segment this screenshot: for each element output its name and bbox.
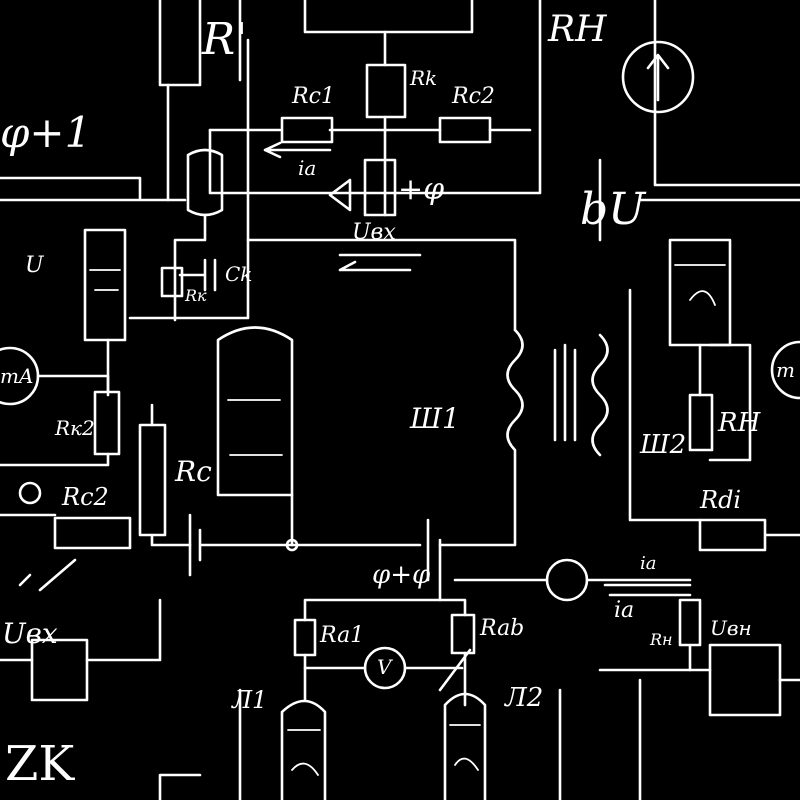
rh-right-resistor: [688, 393, 714, 452]
l2-label: Л2: [505, 683, 544, 713]
bottom-left-wires: [158, 688, 242, 800]
rh-box: [708, 343, 752, 462]
coil-sh1: [438, 328, 524, 547]
ck-capacitor: [178, 258, 217, 292]
tube-to-ground: [290, 493, 422, 547]
ma-arrow: [646, 53, 670, 102]
top-box: [303, 0, 474, 34]
rc1-label: Rc1: [292, 84, 335, 109]
right-lower-bus: [598, 668, 800, 682]
r-prime-label: R': [202, 14, 248, 65]
phi-mid-label: φ+φ: [372, 560, 431, 590]
rc2-left-resistor: [53, 516, 132, 550]
ubx-lines: [338, 253, 422, 272]
rk2-left-label: Rк2: [55, 416, 95, 440]
galvanometer: [545, 558, 589, 602]
right-loop: [628, 288, 702, 522]
left-bus: [0, 176, 187, 202]
tube-upper-left: [186, 148, 224, 217]
rc1-resistor: [280, 116, 334, 144]
coil-sh2-left: [591, 333, 609, 457]
bottom-bus: [303, 598, 467, 622]
rab-label: Rab: [480, 616, 525, 641]
rdi-box: [698, 518, 800, 552]
sh1-label: Ш1: [410, 402, 460, 435]
right-bus-top: [638, 0, 800, 202]
rk-mid-resistor: [160, 266, 184, 298]
ubx-left-label: Uвх: [2, 617, 58, 650]
sh2-label: Ш2: [640, 430, 687, 460]
l1-grid: [287, 729, 321, 776]
uvh-right-label: Uвн: [710, 616, 752, 640]
big-tube: [216, 326, 294, 497]
rk-mid-label: Rк: [185, 286, 207, 305]
rc-left-label: Rc: [175, 455, 212, 488]
tube-left-u: [83, 228, 127, 342]
ia-lower-line: [603, 583, 692, 597]
l2-wire: [438, 648, 472, 707]
ra1-label: Ra1: [320, 623, 365, 648]
rc-resistor: [138, 423, 167, 537]
mid-bus: [128, 238, 517, 332]
right-lower-box: [708, 643, 782, 717]
rc-wire: [150, 403, 192, 547]
l1-tube: [280, 699, 327, 800]
zk-label: ZK: [5, 736, 75, 792]
tube-left-grid: [89, 269, 121, 291]
rc2-left-label: Rc2: [62, 483, 109, 511]
ia-arrow-top: [263, 141, 332, 159]
rn-right-label: Rн: [650, 630, 673, 649]
capacitor-left: [188, 513, 294, 577]
left-bus-3: [0, 452, 110, 467]
l2-tube: [443, 692, 487, 800]
ubx-top-label: Uвх: [352, 220, 396, 245]
top-loop: [208, 0, 542, 195]
left-lower-bus: [0, 598, 162, 662]
rh-right-label: RH: [718, 408, 761, 438]
m-left-label: mA: [0, 364, 34, 388]
ra1-resistor: [293, 618, 317, 657]
rn-resistor: [678, 598, 702, 672]
rk-resistor-top: [365, 63, 407, 119]
rh-top-label: RH: [548, 9, 607, 50]
rab-resistor: [450, 613, 476, 655]
bottom-mid-wires: [558, 678, 642, 800]
ck-label: Ck: [225, 262, 253, 286]
input-terminal: [363, 158, 397, 217]
m-right-label: m: [776, 358, 795, 382]
ia-right-label: ia: [640, 553, 657, 574]
left-bus-2: [36, 374, 110, 394]
m-meter-right: [770, 340, 800, 400]
rdi-label: Rdi: [700, 486, 742, 514]
tube-wire: [173, 213, 207, 322]
right-tube-grid: [674, 264, 726, 306]
u-left-label: U: [25, 253, 44, 278]
rk-top-label: Rk: [410, 66, 438, 90]
ia-lower-label: ia: [614, 598, 635, 623]
big-tube-grid: [227, 399, 283, 456]
ia-top-label: ia: [298, 156, 317, 180]
r-prime-resistor: [158, 0, 202, 87]
transformer-core: [553, 343, 577, 442]
v-meter-label: V: [377, 655, 392, 679]
phi-top-label: +φ: [398, 172, 445, 207]
l2-grid: [449, 724, 481, 771]
rc2-resistor: [438, 116, 492, 144]
phi-left-label: φ+1: [0, 108, 92, 157]
right-tube: [668, 238, 732, 347]
input-box-left: [30, 638, 89, 702]
ma-meter-top: [621, 40, 695, 114]
bu-right-label: bU: [580, 184, 646, 235]
rk2-resistor: [93, 390, 121, 456]
l1-label: Л1: [232, 686, 268, 714]
rc2-label: Rc2: [452, 84, 495, 109]
ubx-left-wire: [18, 558, 77, 592]
phi-node-left: [18, 481, 42, 505]
center-vert-lower: [426, 518, 442, 602]
diode-left: [328, 178, 352, 212]
